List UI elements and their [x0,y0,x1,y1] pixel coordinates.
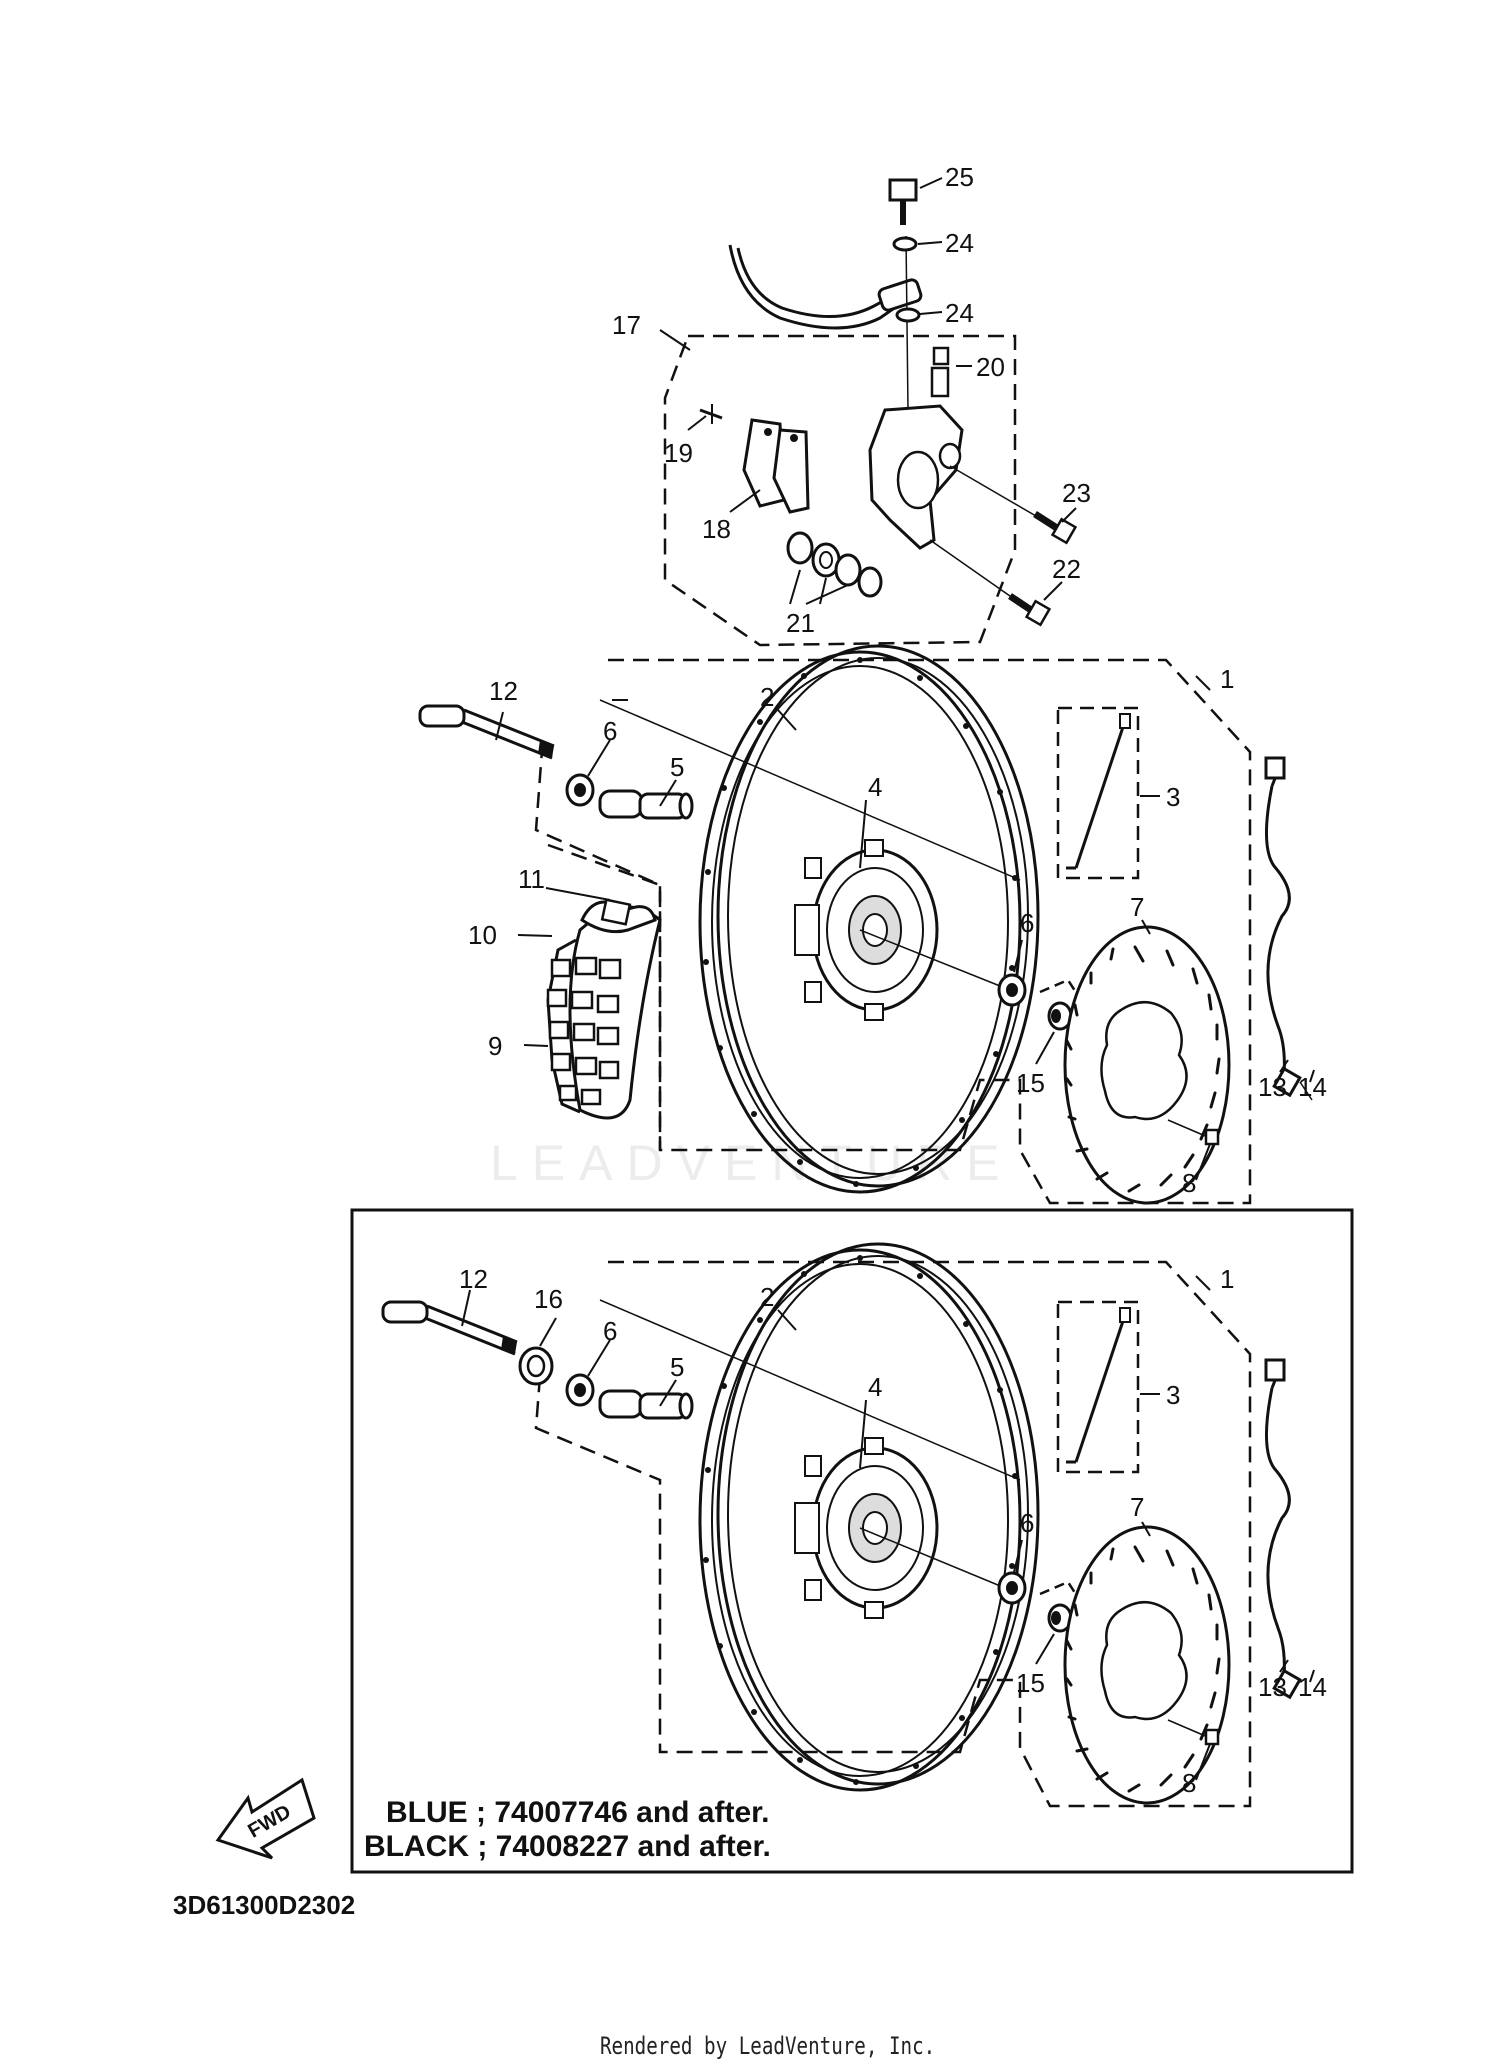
variant-box [350,1208,1354,1874]
watermark-text: LEADVENTURE [490,1135,1014,1191]
callout-3: 3 [1166,782,1180,812]
variant-note-black: BLACK ; 74008227 and after. [364,1830,771,1863]
callout-20: 20 [976,352,1005,382]
callout-6: 6 [1020,908,1034,938]
callout-5: 5 [670,1352,684,1382]
callout-8: 8 [1182,1768,1196,1798]
callout-13: 13 [1258,1672,1287,1702]
callout-14: 14 [1298,1672,1327,1702]
callout-2: 2 [760,1282,774,1312]
callout-6: 6 [603,1316,617,1346]
callout-13: 13 [1258,1072,1287,1102]
footer-credit: Rendered by LeadVenture, Inc. [600,2032,936,2060]
callout-21: 21 [786,608,815,638]
callout-23: 23 [1062,478,1091,508]
callout-9: 9 [488,1031,502,1061]
callout-16: 16 [534,1284,563,1314]
callout-6: 6 [1020,1508,1034,1538]
callout-1: 1 [1220,1264,1234,1294]
front-wheel-assembly-top: 12 6 5 2 4 1 3 6 7 8 15 13 14 9 10 11 [418,644,1327,1205]
callout-11: 11 [518,864,545,894]
callout-8: 8 [1182,1168,1196,1198]
fwd-arrow-icon: FWD [215,1777,316,1860]
callout-7: 7 [1130,892,1144,922]
callout-18: 18 [702,514,731,544]
callout-14: 14 [1298,1072,1327,1102]
callout-15: 15 [1016,1668,1045,1698]
tire-section [546,898,662,1120]
diagram-code: 3D61300D2302 [173,1890,356,1920]
callout-12: 12 [489,676,518,706]
callout-4: 4 [868,772,882,802]
callout-6: 6 [603,716,617,746]
callout-2: 2 [760,682,774,712]
callout-25: 25 [945,162,974,192]
callout-12: 12 [459,1264,488,1294]
caliper-assembly: 25 24 24 20 17 19 18 23 22 21 [612,162,1091,647]
callout-15: 15 [1016,1068,1045,1098]
callout-5: 5 [670,752,684,782]
callout-24: 24 [945,298,974,328]
callout-24: 24 [945,228,974,258]
callout-1: 1 [1220,664,1234,694]
callout-7: 7 [1130,1492,1144,1522]
callout-17: 17 [612,310,641,340]
variant-note-blue: BLUE ; 74007746 and after. [386,1796,770,1829]
callout-19: 19 [664,438,693,468]
front-wheel-assembly-bottom: 12 16 6 5 2 4 1 3 6 7 8 15 13 14 [381,1242,1327,1808]
callout-3: 3 [1166,1380,1180,1410]
callout-10: 10 [468,920,497,950]
callout-22: 22 [1052,554,1081,584]
callout-4: 4 [868,1372,882,1402]
